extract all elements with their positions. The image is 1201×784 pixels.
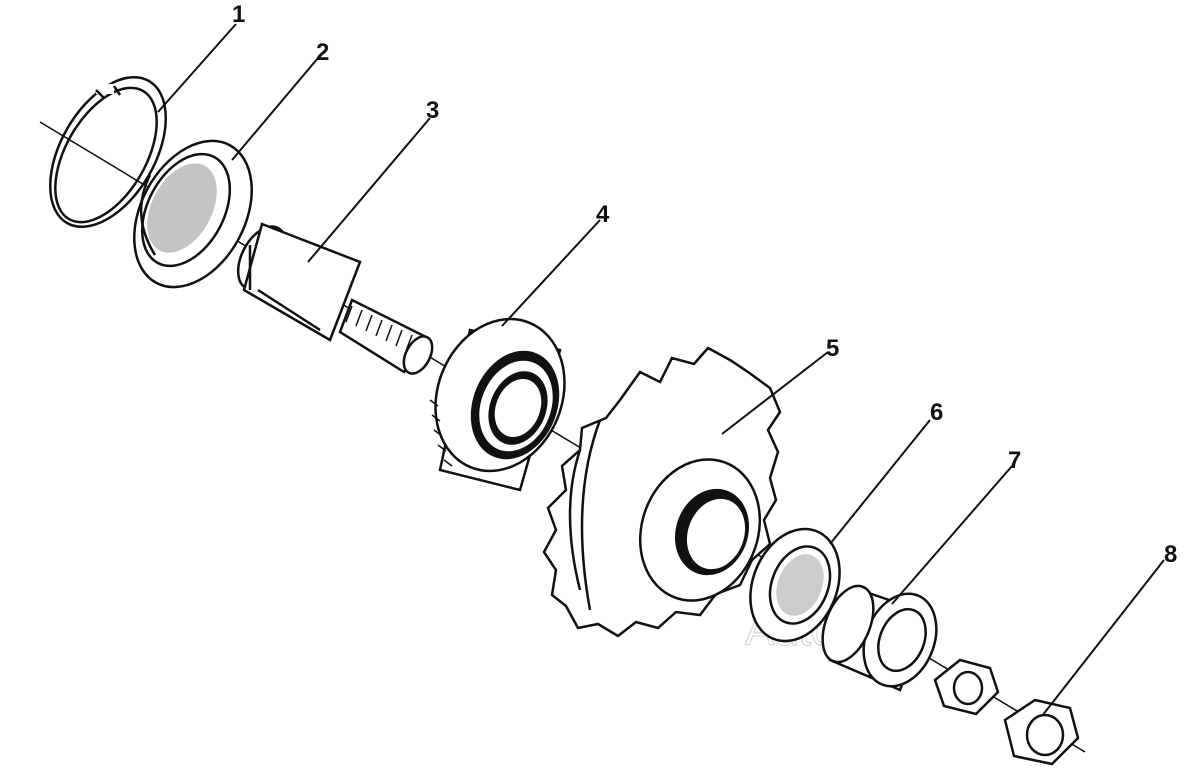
part-8-hex-nut	[1003, 698, 1080, 766]
part-5-sprocket	[542, 346, 782, 638]
part-7-bushing	[821, 584, 938, 692]
part-2-seal-washer	[133, 139, 253, 289]
callout-4: 4	[596, 201, 610, 228]
leader-line-8	[1041, 559, 1165, 717]
leader-line-7	[891, 465, 1013, 605]
callout-3: 3	[426, 97, 439, 124]
leader-line-2	[231, 57, 319, 161]
callout-2: 2	[316, 39, 329, 66]
leader-line-4	[501, 219, 601, 327]
leader-line-1	[157, 23, 237, 113]
part-6-spacer-washer	[749, 527, 841, 643]
callout-5: 5	[826, 335, 839, 362]
part-nut-small	[933, 658, 1000, 716]
callout-6: 6	[930, 399, 943, 426]
callout-8: 8	[1164, 541, 1177, 568]
leader-line-3	[307, 117, 431, 263]
part-3-stub-shaft	[236, 222, 434, 375]
callout-7: 7	[1008, 447, 1021, 474]
leader-line-6	[829, 419, 931, 545]
callout-1: 1	[232, 1, 245, 28]
part-4-ball-bearing	[429, 317, 566, 492]
leader-line-5	[721, 351, 829, 435]
